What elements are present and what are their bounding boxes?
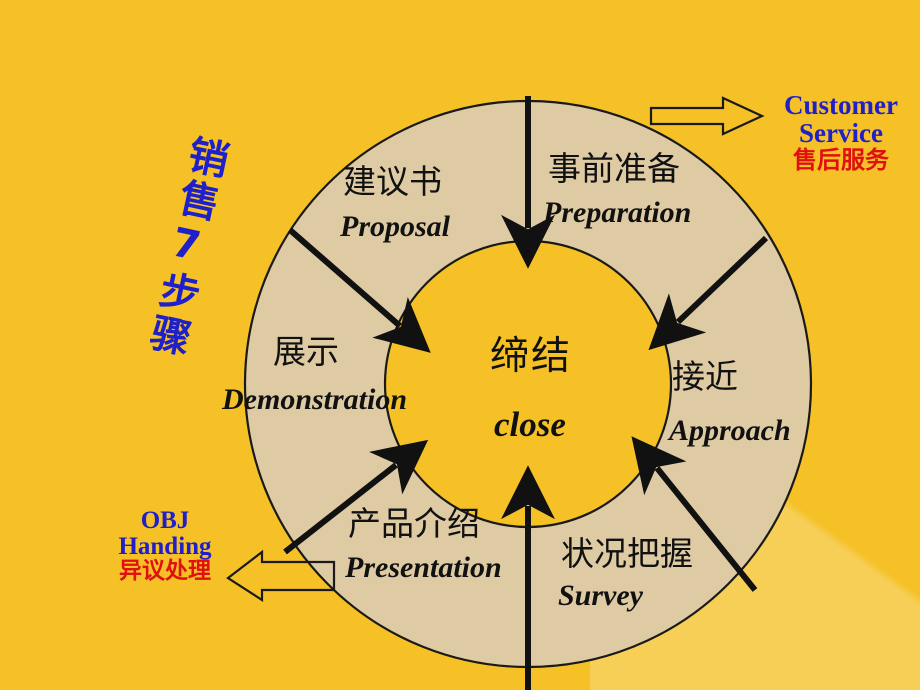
stage-label-preparation-cn: 事前准备 (548, 149, 680, 188)
callout-obj-line1: OBJ (140, 507, 190, 534)
arrow-proposal-in (288, 227, 431, 353)
block-arrow-left-icon (226, 549, 336, 603)
center-label-en: close (494, 405, 566, 444)
callout-cs-line1: Customer (784, 90, 898, 120)
stage-label-preparation-en: Preparation (543, 196, 692, 229)
arrow-survey-out (631, 436, 758, 592)
callout-objection-handling-en: OBJ Handing (100, 508, 230, 559)
stage-label-approach-cn: 接近 (672, 357, 738, 396)
stage-label-proposal-en: Proposal (340, 210, 451, 243)
callout-objection-handling: OBJ Handing 异议处理 (100, 508, 230, 583)
callout-customer-service-cn: 售后服务 (793, 146, 889, 175)
stage-label-proposal-cn: 建议书 (343, 162, 442, 201)
stage-label-demonstration-cn: 展示 (273, 332, 339, 371)
callout-objection-handling-cn: 异议处理 (119, 558, 211, 584)
stage-label-survey-cn: 状况把握 (561, 534, 693, 573)
arrow-presentation-in (283, 439, 429, 555)
inner-circle (383, 239, 673, 529)
block-arrow-right-icon (649, 96, 765, 136)
stage-label-demonstration-en: Demonstration (222, 383, 408, 416)
center-label-cn: 缔结 (490, 334, 573, 379)
stage-label-presentation-en: Presentation (345, 551, 502, 584)
callout-customer-service: Customer Service 售后服务 (762, 90, 920, 175)
callout-obj-line2: Handing (118, 532, 212, 560)
callout-customer-service-en: Customer Service (762, 90, 920, 148)
stage-label-approach-en: Approach (669, 414, 791, 447)
stage-label-presentation-cn: 产品介绍 (348, 504, 480, 543)
callout-cs-line2: Service (799, 117, 883, 148)
stage-label-survey-en: Survey (558, 579, 643, 612)
arrow-approach-in (648, 235, 769, 351)
